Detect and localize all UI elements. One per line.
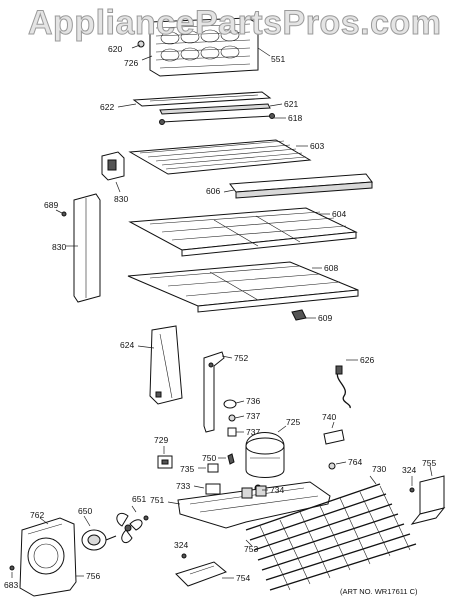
bracket-755 xyxy=(410,475,446,525)
callout-750: 750 xyxy=(202,453,216,463)
callout-752: 752 xyxy=(234,353,248,363)
callout-729: 729 xyxy=(154,435,168,445)
callout-604: 604 xyxy=(332,209,346,219)
callout-324-lower: 324 xyxy=(174,540,188,550)
screw-683 xyxy=(9,565,15,571)
shelf-trim-622 xyxy=(132,91,272,107)
crisper-frame-606 xyxy=(229,173,373,199)
callout-725: 725 xyxy=(286,417,300,427)
callout-762: 762 xyxy=(30,510,44,520)
callout-624: 624 xyxy=(120,340,134,350)
screw-689 xyxy=(61,211,67,217)
callout-608: 608 xyxy=(324,263,338,273)
callout-683: 683 xyxy=(4,580,18,590)
control-housing-726 xyxy=(149,17,259,77)
callout-753: 753 xyxy=(244,544,258,554)
drain-pan-754 xyxy=(175,561,227,587)
callout-689: 689 xyxy=(44,200,58,210)
bracket-733 xyxy=(205,483,221,495)
fan-motor-650 xyxy=(81,529,117,551)
callout-726: 726 xyxy=(124,58,138,68)
callout-734: 734 xyxy=(270,485,284,495)
compressor-725 xyxy=(245,432,285,492)
callout-606: 606 xyxy=(206,186,220,196)
bracket-752 xyxy=(203,351,225,433)
shelf-rail-621 xyxy=(159,103,271,115)
screw-324-lower xyxy=(181,553,187,559)
callout-764: 764 xyxy=(348,457,362,467)
grommet-737-lower xyxy=(227,427,237,437)
condenser-730 xyxy=(245,483,417,591)
shelf-rod-618 xyxy=(159,113,275,125)
pan-608 xyxy=(127,261,359,313)
clip-750 xyxy=(227,453,235,465)
art-number: (ART NO. WR17611 C) xyxy=(340,587,418,596)
terminal-734 xyxy=(241,485,267,499)
relay-729 xyxy=(157,455,173,469)
callout-737-upper: 737 xyxy=(246,411,260,421)
fan-shroud-762 xyxy=(19,517,77,597)
callout-737-lower: 737 xyxy=(246,427,260,437)
callout-622: 622 xyxy=(100,102,114,112)
bracket-740 xyxy=(323,429,345,445)
callout-609: 609 xyxy=(318,313,332,323)
callout-730: 730 xyxy=(372,464,386,474)
callout-621: 621 xyxy=(284,99,298,109)
callout-603: 603 xyxy=(310,141,324,151)
callout-756: 756 xyxy=(86,571,100,581)
callout-551: 551 xyxy=(271,54,285,64)
relay-736 xyxy=(223,399,237,409)
screw-324-upper xyxy=(409,487,415,493)
callout-650: 650 xyxy=(78,506,92,516)
grommet-737-upper xyxy=(228,414,236,422)
screw-764 xyxy=(328,462,336,470)
callout-830-upper: 830 xyxy=(114,194,128,204)
callout-754: 754 xyxy=(236,573,250,583)
cord-626 xyxy=(335,365,351,409)
callout-620: 620 xyxy=(108,44,122,54)
clip-609 xyxy=(291,309,307,321)
callout-324-upper: 324 xyxy=(402,465,416,475)
callout-651: 651 xyxy=(132,494,146,504)
side-rail-830 xyxy=(73,193,101,303)
duct-624 xyxy=(149,325,183,405)
callout-830-lower: 830 xyxy=(52,242,66,252)
callout-735: 735 xyxy=(180,464,194,474)
shelf-604 xyxy=(128,207,358,257)
callout-740: 740 xyxy=(322,412,336,422)
callout-736: 736 xyxy=(246,396,260,406)
knob-620 xyxy=(137,40,145,48)
callout-626: 626 xyxy=(360,355,374,365)
bracket-830 xyxy=(101,151,125,181)
base-pan-751 xyxy=(177,481,331,529)
callout-618: 618 xyxy=(288,113,302,123)
callout-755: 755 xyxy=(422,458,436,468)
callout-733: 733 xyxy=(176,481,190,491)
clip-735 xyxy=(207,463,219,473)
wire-shelf-603 xyxy=(128,139,312,175)
callout-751: 751 xyxy=(150,495,164,505)
fan-blade-651 xyxy=(116,512,149,543)
